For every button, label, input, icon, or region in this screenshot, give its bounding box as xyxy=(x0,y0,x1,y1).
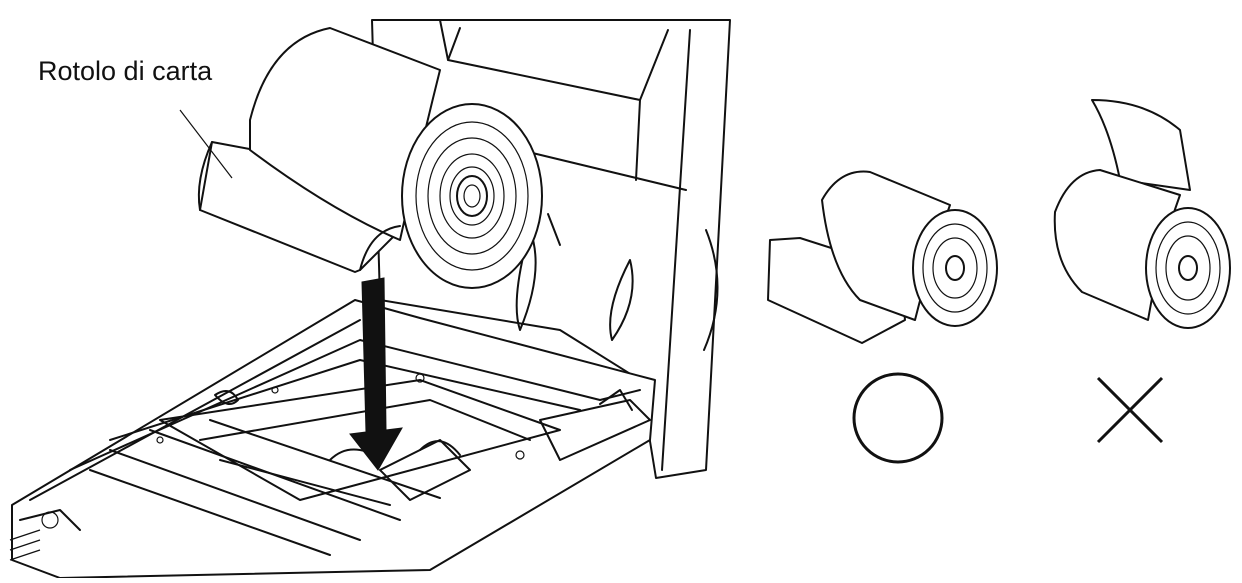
paper-roll xyxy=(197,27,543,289)
printer-base xyxy=(9,299,656,579)
wrong-roll-example xyxy=(1053,99,1231,329)
paper-roll-label: Rotolo di carta xyxy=(38,56,213,86)
correct-roll-example xyxy=(767,170,998,344)
callout-leader-line xyxy=(179,109,233,179)
arrow-down-icon xyxy=(349,277,403,471)
circle-icon xyxy=(852,372,944,464)
cross-icon xyxy=(1096,376,1164,444)
